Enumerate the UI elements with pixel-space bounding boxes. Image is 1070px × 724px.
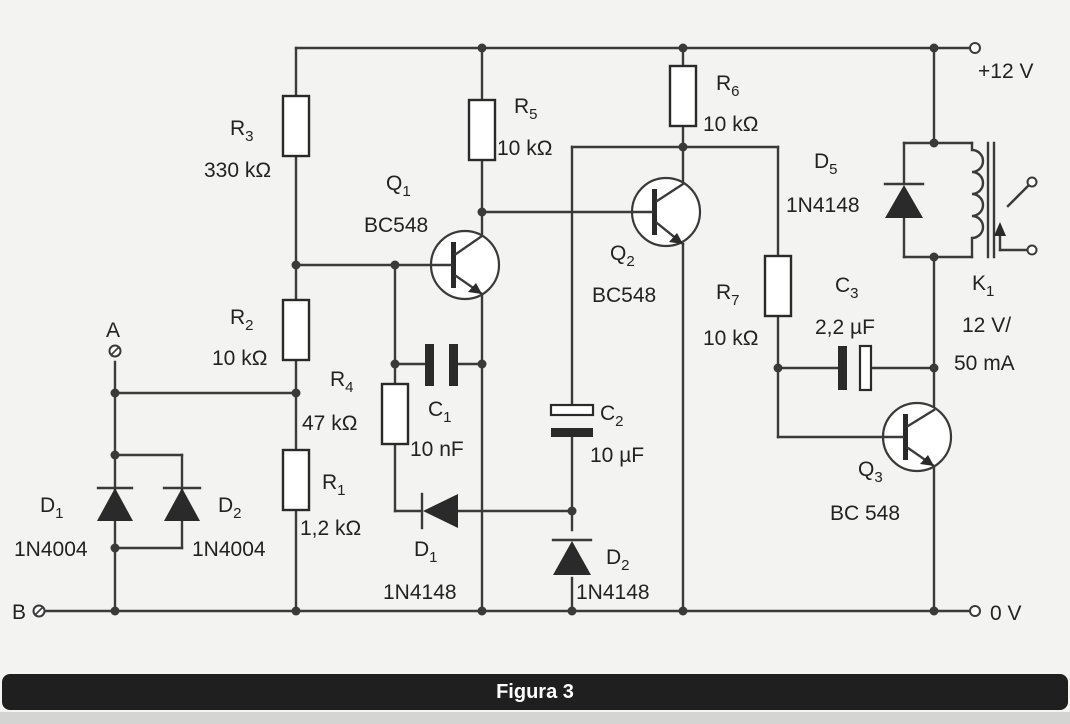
label-d5-value: 1N4148 [786,194,860,217]
label-d1-left-name: D1 [40,494,64,522]
relay-contact-lower [1026,244,1038,256]
label-q3-name: Q3 [858,458,883,486]
label-c3-name: C3 [835,274,859,302]
label-supply: +12 V [978,60,1033,83]
resistor-r5 [467,98,497,162]
label-d1-mid-name: D1 [414,538,438,566]
label-r3-name: R3 [230,117,254,145]
label-r4-name: R4 [330,368,354,396]
wires [42,46,977,613]
label-r6-name: R6 [716,72,740,100]
label-q1-value: BC548 [364,214,428,237]
bottom-strip [0,712,1070,724]
label-q1-name: Q1 [386,172,411,200]
supply-terminal [969,42,981,54]
transistor-q3 [881,401,953,473]
diode-d2-mid [551,538,593,575]
label-d2-mid-name: D2 [606,546,630,574]
label-d5-name: D5 [814,150,838,178]
label-r1-value: 1,2 kΩ [300,517,361,540]
circuit-schematic: +12 V 0 V A B R3 330 kΩ R2 10 kΩ R1 1,2 … [12,42,1038,625]
label-c3-value: 2,2 µF [815,316,875,339]
label-k1-voltage: 12 V/ [962,314,1011,337]
label-r3-value: 330 kΩ [204,159,271,182]
label-r2-name: R2 [230,306,254,334]
label-terminal-b: B [12,601,26,624]
capacitor-c3 [838,344,873,392]
label-c1-value: 10 nF [410,438,464,461]
label-r1-name: R1 [322,471,346,499]
label-d2-mid-value: 1N4148 [576,581,650,604]
capacitor-c2 [549,403,595,437]
resistor-r2 [281,298,311,362]
label-d1-left-value: 1N4004 [14,538,88,561]
label-q2-name: Q2 [610,242,635,270]
label-d1-mid-value: 1N4148 [383,581,457,604]
diode-d1-mid [420,492,458,530]
resistor-r4 [380,382,410,446]
relay-switch-arm [1006,184,1030,208]
label-r4-value: 47 kΩ [302,412,357,435]
label-q2-value: BC548 [592,284,656,307]
label-r6-value: 10 kΩ [703,113,758,136]
capacitor-c1 [425,344,458,386]
label-c2-name: C2 [600,402,624,430]
label-q3-value: BC 548 [830,502,900,525]
transistor-q2 [630,176,702,248]
label-r5-value: 10 kΩ [497,137,552,160]
label-k1-current: 50 mA [954,352,1015,375]
figure-caption: Figura 3 [496,680,574,703]
label-d2-left-name: D2 [218,494,242,522]
resistor-r7 [763,254,793,318]
diode-d5 [883,182,925,218]
relay-contact-upper [1026,176,1038,188]
label-terminal-a: A [106,319,120,342]
label-c1-name: C1 [428,398,452,426]
label-r7-name: R7 [716,281,740,309]
label-c2-value: 10 µF [590,444,644,467]
label-d2-left-value: 1N4004 [192,538,266,561]
resistor-r6 [668,64,698,128]
diode-d2-left [162,486,202,521]
junction-dots [110,43,939,616]
label-k1-name: K1 [972,272,994,300]
resistor-r3 [281,94,311,158]
ground-terminal [969,605,981,617]
label-ground: 0 V [990,602,1022,625]
relay-k1 [970,141,1038,259]
label-r5-name: R5 [514,95,538,123]
diode-d1-left [96,486,134,521]
caption-bar: Figura 3 [2,674,1068,710]
label-r7-value: 10 kΩ [703,327,758,350]
transistor-q1 [429,229,501,301]
resistor-r1 [281,448,311,512]
label-r2-value: 10 kΩ [212,347,267,370]
